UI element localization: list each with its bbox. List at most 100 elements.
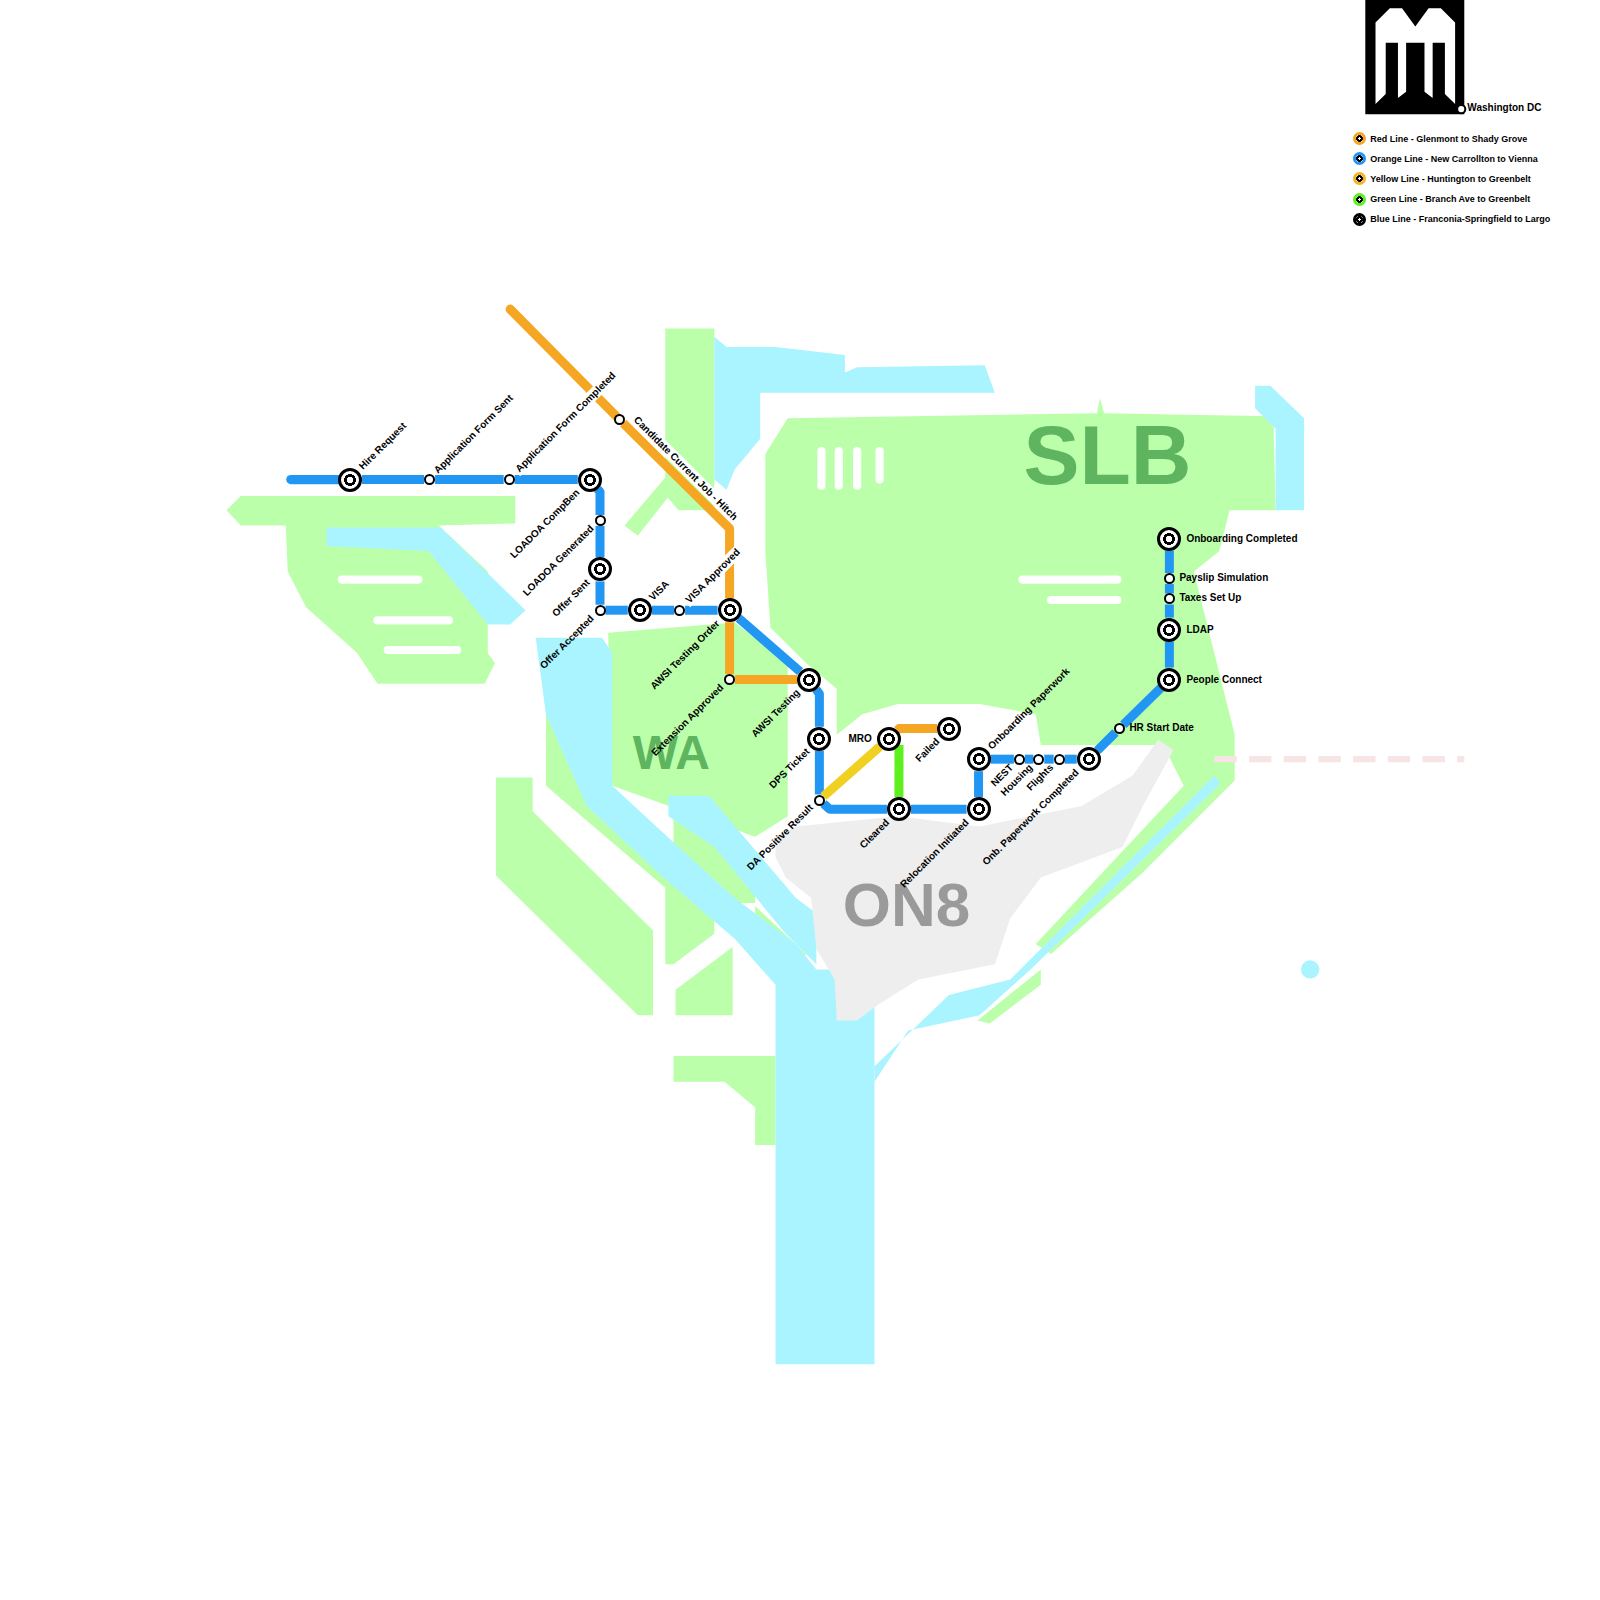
metro-segment xyxy=(823,804,887,810)
logo-box xyxy=(1365,0,1464,114)
interchange-station: DPS Ticket xyxy=(807,727,831,751)
metro-segment xyxy=(894,745,903,797)
interchange-station: Relocation Initiated xyxy=(967,797,991,821)
interchange-station: AWSI Testing Order xyxy=(718,598,742,622)
road xyxy=(835,451,843,486)
metro-segment xyxy=(897,729,937,731)
metro-segment xyxy=(1165,642,1174,668)
line-terminus xyxy=(510,309,619,419)
station-name: Offer Accepted xyxy=(538,612,597,671)
legend-text: Blue Line - Franconia-Springfield to Lar… xyxy=(1370,212,1550,226)
station-name: Failed xyxy=(913,736,942,765)
road xyxy=(876,451,884,480)
station-name: MRO xyxy=(848,733,871,745)
park-area xyxy=(676,947,733,1015)
station-name: LOADOA Generated xyxy=(521,523,597,599)
river xyxy=(776,969,875,1364)
road xyxy=(1051,596,1117,604)
metro-segment xyxy=(1165,604,1174,617)
station-stop: Payslip Simulation xyxy=(1164,573,1175,584)
district-area xyxy=(776,740,1174,1021)
metro-segment xyxy=(991,755,1014,764)
metro-segment xyxy=(1065,755,1077,764)
station-name: AWSI Testing xyxy=(749,687,802,740)
station-name: LDAP xyxy=(1186,624,1213,636)
station-name: Hire Request xyxy=(357,420,409,472)
interchange-station: Onb. Paperwork Completed xyxy=(1077,747,1101,771)
station-name: Onboarding Completed xyxy=(1186,533,1297,545)
metro-segment xyxy=(685,606,718,615)
station-stop: NEST xyxy=(1014,754,1025,765)
legend-swatch xyxy=(1353,193,1366,206)
station-stop: Application Form Completed xyxy=(504,474,515,485)
station-name: VISA Approved xyxy=(682,545,744,607)
station-stop: DA Positive Result xyxy=(814,795,825,806)
map-watermark: SLB xyxy=(1023,413,1191,497)
pond xyxy=(1301,960,1319,978)
station-name: AWSI Testing Order xyxy=(648,617,722,691)
station-stop: VISA Approved xyxy=(674,605,685,616)
metro-segment xyxy=(652,606,674,615)
dashed-boundary xyxy=(1214,756,1464,762)
station-stop: Taxes Set Up xyxy=(1164,593,1175,604)
metro-segment xyxy=(735,675,797,684)
metro-segment xyxy=(606,606,628,615)
metro-segment xyxy=(596,581,605,604)
river xyxy=(1255,386,1304,510)
station-stop: Candidate Current Job - Hitch xyxy=(614,414,625,425)
station-name: HR Start Date xyxy=(1129,722,1193,734)
legend-text: Orange Line - New Carrollton to Vienna xyxy=(1370,152,1537,166)
station-name: Housing xyxy=(999,761,1036,798)
station-stop: HR Start Date xyxy=(1114,723,1125,734)
place-name: Washington DC xyxy=(1467,103,1541,113)
station-name: Onboarding Paperwork xyxy=(986,665,1073,752)
legend-swatch xyxy=(1353,132,1366,145)
station-name: Payslip Simulation xyxy=(1179,572,1268,584)
station-name: DA Positive Result xyxy=(745,802,816,873)
interchange-station: Hire Request xyxy=(338,468,362,492)
metro-segment xyxy=(1025,755,1033,764)
station-name: Candidate Current Job - Hitch xyxy=(630,413,742,525)
road xyxy=(388,646,457,654)
station-name: Offer Sent xyxy=(550,577,593,620)
metro-segment xyxy=(1097,732,1115,750)
interchange-station: VISA xyxy=(628,598,652,622)
station-name: Flights xyxy=(1024,761,1056,793)
metro-segment xyxy=(515,475,578,484)
station-name: LOADOA CompBen xyxy=(508,487,582,561)
interchange-station: LOADOA CompBen xyxy=(578,468,602,492)
park-area xyxy=(673,1056,775,1145)
station-name: Taxes Set Up xyxy=(1179,592,1241,604)
legend-text: Yellow Line - Huntington to Greenbelt xyxy=(1370,172,1531,186)
interchange-station: Onboarding Completed xyxy=(1157,527,1181,551)
station-stop: Flights xyxy=(1054,754,1065,765)
station-name: People Connect xyxy=(1186,674,1262,686)
metro-segment xyxy=(596,526,605,557)
interchange-station: LDAP xyxy=(1157,618,1181,642)
river xyxy=(714,337,995,490)
interchange-station: Offer Sent xyxy=(588,557,612,581)
station-name: Onb. Paperwork Completed xyxy=(980,766,1081,867)
station-name: Application Form Completed xyxy=(511,369,619,477)
station-stop: Application Form Sent xyxy=(424,474,435,485)
river xyxy=(536,638,817,985)
road xyxy=(342,576,419,584)
metro-segment xyxy=(739,618,801,672)
metro-segment xyxy=(1044,755,1053,764)
station-stop: Extension Approved xyxy=(724,674,735,685)
interchange-station: People Connect xyxy=(1157,668,1181,692)
interchange-station: AWSI Testing xyxy=(797,668,821,692)
logo-mark xyxy=(1376,8,1456,104)
station-name: Relocation Initiated xyxy=(898,816,972,890)
interchange-station: Cleared xyxy=(887,797,911,821)
interchange-station: Onboarding Paperwork xyxy=(967,747,991,771)
legend-swatch xyxy=(1353,152,1366,165)
line-terminus xyxy=(291,475,350,484)
metro-segment xyxy=(435,475,504,484)
legend-swatch xyxy=(1353,213,1366,226)
river xyxy=(737,923,796,979)
